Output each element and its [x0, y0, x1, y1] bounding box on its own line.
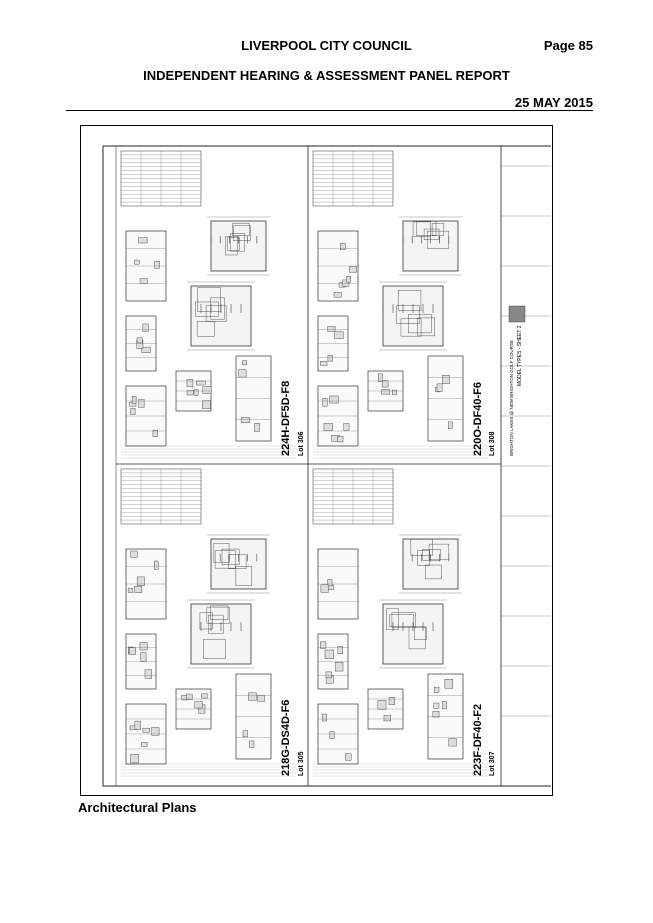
lot-type-4: 223F-DF40-F2	[472, 704, 484, 776]
lot-type-2: 220O-DF40-F6	[472, 382, 484, 456]
sheet-title: MODEL TYPES - SHEET 2	[517, 325, 523, 386]
page-number: Page 85	[543, 38, 593, 53]
report-date: 25 MAY 2015	[514, 95, 593, 110]
figure-caption: Architectural Plans	[78, 800, 197, 815]
lot-type-3: 218G-DS4D-F6	[280, 700, 292, 776]
report-title: INDEPENDENT HEARING & ASSESSMENT PANEL R…	[143, 68, 510, 83]
project-name: BRIGHTON LAKES @ NEW BRIGHTON GOLF COURS…	[509, 340, 514, 456]
lot-number-2: Lot 308	[489, 431, 496, 456]
plan-linework	[120, 150, 551, 777]
lot-type-1: 224H-DF5D-F8	[280, 381, 292, 456]
council-name: LIVERPOOL CITY COUNCIL	[241, 38, 412, 53]
sheet-border	[102, 145, 551, 787]
lot-number-1: Lot 306	[298, 431, 305, 456]
lot-number-4: Lot 307	[489, 751, 496, 776]
header-rule	[66, 110, 593, 111]
architectural-plan-figure: 224H-DF5D-F8 Lot 306 220O-DF40-F6 Lot 30…	[80, 125, 553, 796]
plan-drawing: 224H-DF5D-F8 Lot 306 220O-DF40-F6 Lot 30…	[102, 145, 551, 787]
lot-number-3: Lot 305	[298, 751, 305, 776]
